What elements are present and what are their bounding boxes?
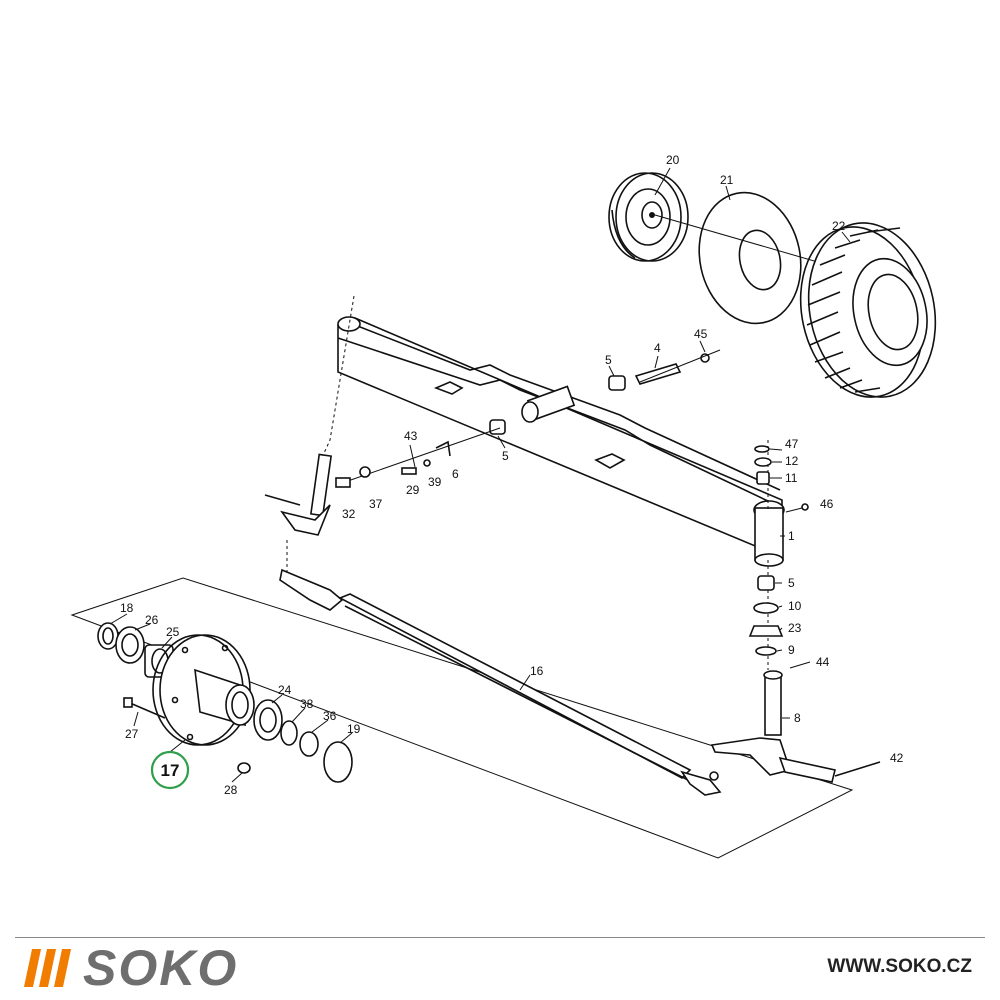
hub-inset-outline [70,577,854,859]
tube-drawing [698,191,802,325]
footer-divider [15,937,985,938]
part-label-21[interactable]: 21 [720,173,734,187]
website-link[interactable]: WWW.SOKO.CZ [827,956,972,977]
part-label-6[interactable]: 6 [452,467,459,481]
left-knuckle-drawing [264,453,333,536]
tie-rod-drawing [279,568,722,796]
wheel-rim-drawing [608,172,689,262]
part-label-22[interactable]: 22 [832,219,846,233]
part-label-18[interactable]: 18 [120,601,134,615]
part-label-1[interactable]: 1 [788,529,795,543]
part-label-45[interactable]: 45 [694,327,708,341]
part-label-4[interactable]: 4 [654,341,661,355]
center-pivot-parts-drawing [335,349,721,488]
part-label-24[interactable]: 24 [278,683,292,697]
leader-lines [109,167,851,783]
part-label-29[interactable]: 29 [406,483,420,497]
kingpin-stack-drawing [748,445,809,656]
tyre-drawing [799,222,937,398]
part-label-32[interactable]: 32 [342,507,356,521]
part-label-25[interactable]: 25 [166,625,180,639]
part-label-16[interactable]: 16 [530,664,544,678]
part-label-9[interactable]: 9 [788,643,795,657]
part-label-37[interactable]: 37 [369,497,383,511]
part-label-20[interactable]: 20 [666,153,680,167]
part-17-highlight-label: 17 [161,761,180,780]
logo-bars-icon [23,949,72,987]
part-label-23[interactable]: 23 [788,621,802,635]
part-label-5-lower[interactable]: 5 [788,576,795,590]
part-label-5-center[interactable]: 5 [502,449,509,463]
logo-wordmark: SOKO [83,940,239,996]
hub-assembly-drawing [97,622,353,783]
part-label-5-upper[interactable]: 5 [605,353,612,367]
part-label-42[interactable]: 42 [890,751,904,765]
part-label-11[interactable]: 11 [785,471,798,485]
part-label-12[interactable]: 12 [785,454,799,468]
axle-exploded-diagram: 17 20 21 22 45 4 5 5 43 6 29 39 32 37 47… [70,153,937,859]
part-label-26[interactable]: 26 [145,613,159,627]
part-label-39[interactable]: 39 [428,475,442,489]
part-label-8[interactable]: 8 [794,711,801,725]
part-label-44[interactable]: 44 [816,655,830,669]
soko-logo[interactable]: SOKO [23,940,239,996]
part-label-46[interactable]: 46 [820,497,834,511]
part-number-labels: 20 21 22 45 4 5 5 43 6 29 39 32 37 47 12… [120,153,904,797]
part-label-27[interactable]: 27 [125,727,139,741]
part-label-38[interactable]: 38 [300,697,314,711]
part-label-28[interactable]: 28 [224,783,238,797]
part-label-36[interactable]: 36 [323,709,337,723]
part-label-10[interactable]: 10 [788,599,802,613]
part-label-47[interactable]: 47 [785,437,799,451]
axle-beam-drawing [337,316,785,567]
part-17-highlight-ring[interactable] [150,750,190,790]
part-label-19[interactable]: 19 [347,722,361,736]
part-label-43[interactable]: 43 [404,429,418,443]
right-knuckle-drawing [710,661,881,783]
